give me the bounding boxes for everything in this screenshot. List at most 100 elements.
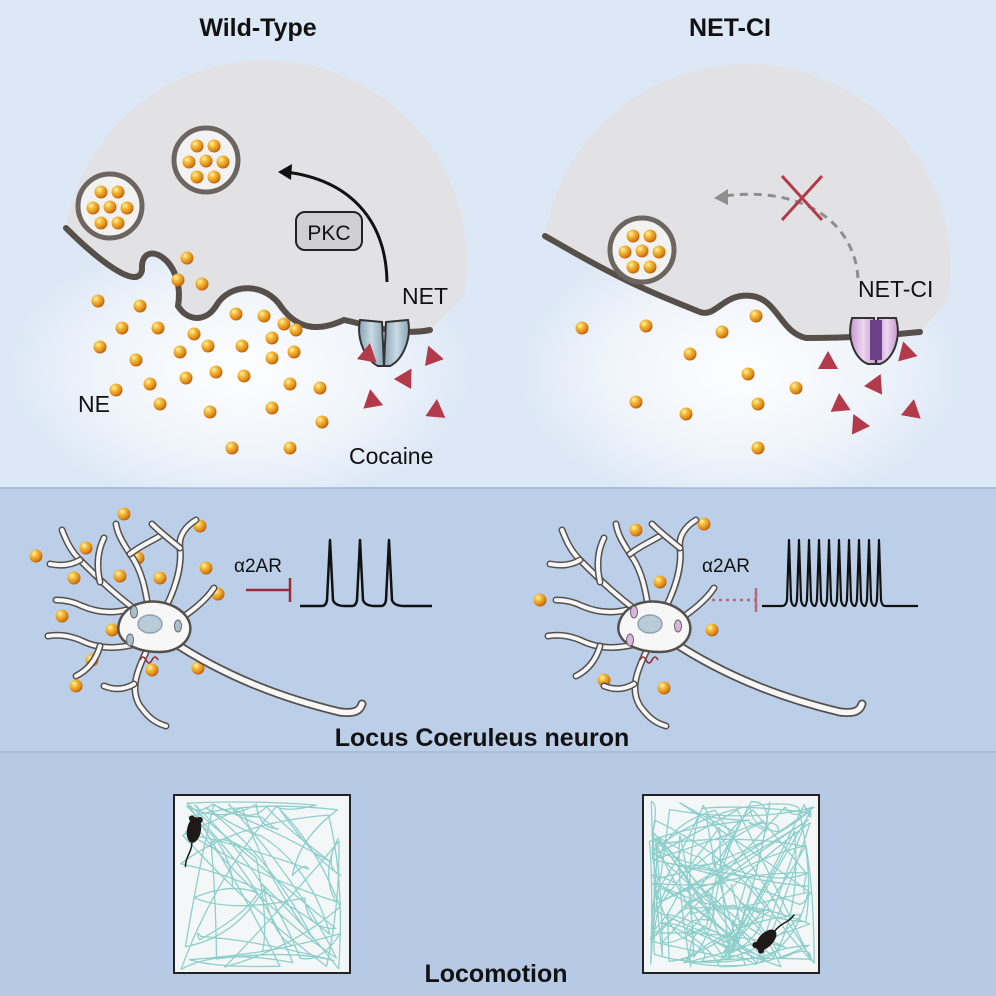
cocaine-molecule bbox=[818, 351, 838, 369]
norepinephrine-particle bbox=[69, 679, 83, 693]
cocaine-label: Cocaine bbox=[349, 443, 433, 469]
alpha2ar-label-wild-type: α2AR bbox=[234, 556, 282, 577]
norepinephrine-particle bbox=[315, 415, 329, 429]
blocked-trafficking-arrow bbox=[723, 192, 860, 279]
cocaine-molecules bbox=[356, 341, 921, 435]
norepinephrine-particle bbox=[67, 571, 81, 585]
bottom-panel-background bbox=[0, 752, 996, 996]
norepinephrine-particle bbox=[109, 383, 123, 397]
norepinephrine-particle bbox=[789, 381, 803, 395]
vesicle-icon bbox=[171, 125, 241, 195]
net-ci-label: NET-CI bbox=[858, 276, 933, 302]
norepinephrine-particle bbox=[705, 623, 719, 637]
mouse-icon bbox=[752, 914, 795, 954]
norepinephrine-particle bbox=[113, 569, 127, 583]
wild-type-open-field-arena bbox=[173, 794, 351, 974]
norepinephrine-particle bbox=[117, 507, 131, 521]
norepinephrine-particle bbox=[179, 371, 193, 385]
vesicle-icon bbox=[607, 215, 677, 285]
x-mark-icon bbox=[780, 174, 824, 222]
net-ci-locomotion-track bbox=[648, 800, 815, 968]
net-ci-title: NET-CI bbox=[689, 14, 771, 42]
action-potential-trace bbox=[300, 538, 432, 608]
norepinephrine-particle bbox=[229, 307, 243, 321]
norepinephrine-particle bbox=[195, 277, 209, 291]
norepinephrine-particle bbox=[199, 561, 213, 575]
norepinephrine-particle bbox=[153, 571, 167, 585]
action-potential-burst-trace bbox=[762, 538, 918, 608]
norepinephrine-particle bbox=[79, 541, 93, 555]
norepinephrine-particle bbox=[283, 377, 297, 391]
norepinephrine-particle bbox=[741, 367, 755, 381]
vesicle-icon bbox=[75, 171, 145, 241]
norepinephrine-particle bbox=[751, 441, 765, 455]
norepinephrine-particle bbox=[629, 395, 643, 409]
norepinephrine-particle bbox=[187, 327, 201, 341]
norepinephrine-particle bbox=[209, 365, 223, 379]
norepinephrine-particle bbox=[751, 397, 765, 411]
norepinephrine-particle bbox=[277, 317, 291, 331]
norepinephrine-particle bbox=[129, 353, 143, 367]
net-label: NET bbox=[402, 283, 448, 309]
norepinephrine-particle bbox=[533, 593, 547, 607]
norepinephrine-particle bbox=[191, 661, 205, 675]
norepinephrine-particle bbox=[313, 381, 327, 395]
net-transporter bbox=[358, 318, 410, 367]
norepinephrine-particle bbox=[173, 345, 187, 359]
norepinephrine-particle bbox=[697, 517, 711, 531]
wild-type-title: Wild-Type bbox=[199, 14, 316, 42]
norepinephrine-particle bbox=[679, 407, 693, 421]
norepinephrine-particle bbox=[180, 251, 194, 265]
behavior-section-title: Locomotion bbox=[424, 960, 567, 988]
norepinephrine-particle bbox=[225, 441, 239, 455]
net-ci-lc-neuron bbox=[544, 516, 867, 730]
cocaine-molecule bbox=[363, 389, 384, 409]
norepinephrine-particle bbox=[55, 609, 69, 623]
norepinephrine-particle bbox=[143, 377, 157, 391]
norepinephrine-particle bbox=[29, 549, 43, 563]
wild-type-synapse bbox=[10, 60, 470, 488]
norepinephrine-particle bbox=[115, 321, 129, 335]
norepinephrine-particle bbox=[153, 397, 167, 411]
net-ci-open-field-arena bbox=[642, 794, 820, 974]
alpha2ar-label-net-ci: α2AR bbox=[702, 556, 750, 577]
norepinephrine-particle bbox=[257, 309, 271, 323]
wild-type-presynaptic-terminal bbox=[66, 60, 467, 332]
cocaine-molecule bbox=[393, 368, 412, 390]
norepinephrine-particle bbox=[133, 299, 147, 313]
neuron-section-title: Locus Coeruleus neuron bbox=[335, 724, 629, 752]
norepinephrine-particle bbox=[715, 325, 729, 339]
cocaine-molecule bbox=[424, 345, 444, 366]
norepinephrine-particle bbox=[237, 369, 251, 383]
norepinephrine-particle bbox=[629, 523, 643, 537]
cocaine-molecule bbox=[830, 393, 851, 412]
net-ci-synapse bbox=[520, 64, 960, 488]
norepinephrine-particle bbox=[575, 321, 589, 335]
norepinephrine-particle bbox=[749, 309, 763, 323]
cocaine-molecule bbox=[863, 374, 883, 395]
wild-type-lc-neuron bbox=[44, 516, 367, 730]
cocaine-molecule bbox=[851, 414, 871, 435]
norepinephrine-particle bbox=[287, 345, 301, 359]
norepinephrine-particle bbox=[653, 575, 667, 589]
norepinephrine-particle bbox=[235, 339, 249, 353]
norepinephrine-particle bbox=[639, 319, 653, 333]
ne-label: NE bbox=[78, 391, 110, 417]
norepinephrine-particle bbox=[93, 340, 107, 354]
norepinephrine-particle bbox=[283, 441, 297, 455]
cocaine-molecule bbox=[900, 399, 921, 419]
cocaine-molecule bbox=[425, 399, 446, 418]
norepinephrine-particle bbox=[91, 294, 105, 308]
mouse-icon bbox=[184, 815, 203, 868]
pkc-label: PKC bbox=[307, 222, 350, 245]
norepinephrine-particle bbox=[265, 331, 279, 345]
wild-type-locomotion-track bbox=[179, 801, 342, 970]
norepinephrine-particle bbox=[597, 673, 611, 687]
norepinephrine-particle bbox=[265, 401, 279, 415]
norepinephrine-particle bbox=[171, 273, 185, 287]
net-ci-transporter bbox=[849, 317, 899, 365]
cocaine-molecule bbox=[356, 343, 377, 363]
norepinephrine-particle bbox=[145, 663, 159, 677]
norepinephrine-particle bbox=[265, 351, 279, 365]
